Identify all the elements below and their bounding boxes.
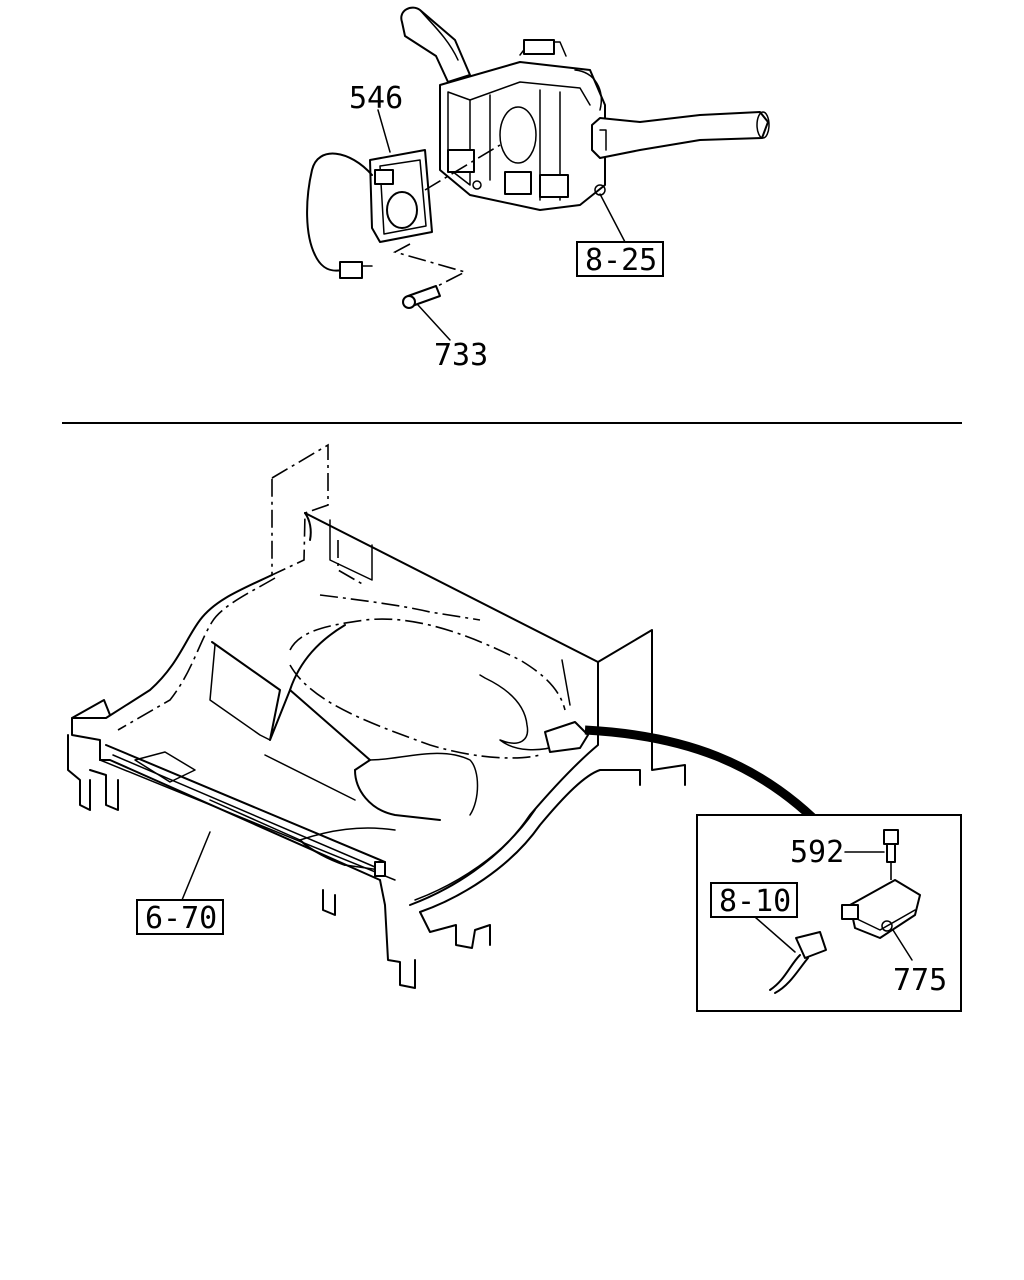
ref-box-6-70 (136, 899, 224, 935)
sensor-mount-on-floor (544, 721, 589, 753)
bolt-592 (844, 829, 899, 905)
label-775: 775 (893, 963, 947, 998)
right-lever-stalk (591, 111, 769, 159)
label-546: 546 (349, 81, 403, 116)
floor-panel (67, 443, 834, 989)
combination-switch-assembly (400, 6, 770, 243)
label-733: 733 (434, 338, 488, 373)
ref-label-6-70: 6-70 (145, 901, 217, 936)
left-lever-stalk (400, 6, 471, 83)
ref-label-8-10: 8-10 (719, 884, 791, 919)
top-connector (523, 39, 555, 55)
wire-harness (479, 674, 561, 751)
sensor-connector (339, 261, 363, 279)
ref-label-8-25: 8-25 (585, 243, 657, 278)
ref-box-8-10 (710, 882, 798, 918)
screw-733 (402, 285, 451, 341)
label-592: 592 (790, 835, 844, 870)
detail-callout-line (584, 725, 834, 839)
connector-8-10 (754, 916, 827, 994)
detail-box (696, 814, 962, 1012)
sensor-775 (841, 879, 921, 961)
steering-sensor-plate (306, 109, 501, 296)
switch-body (439, 61, 606, 211)
ref-box-8-25 (576, 241, 664, 277)
